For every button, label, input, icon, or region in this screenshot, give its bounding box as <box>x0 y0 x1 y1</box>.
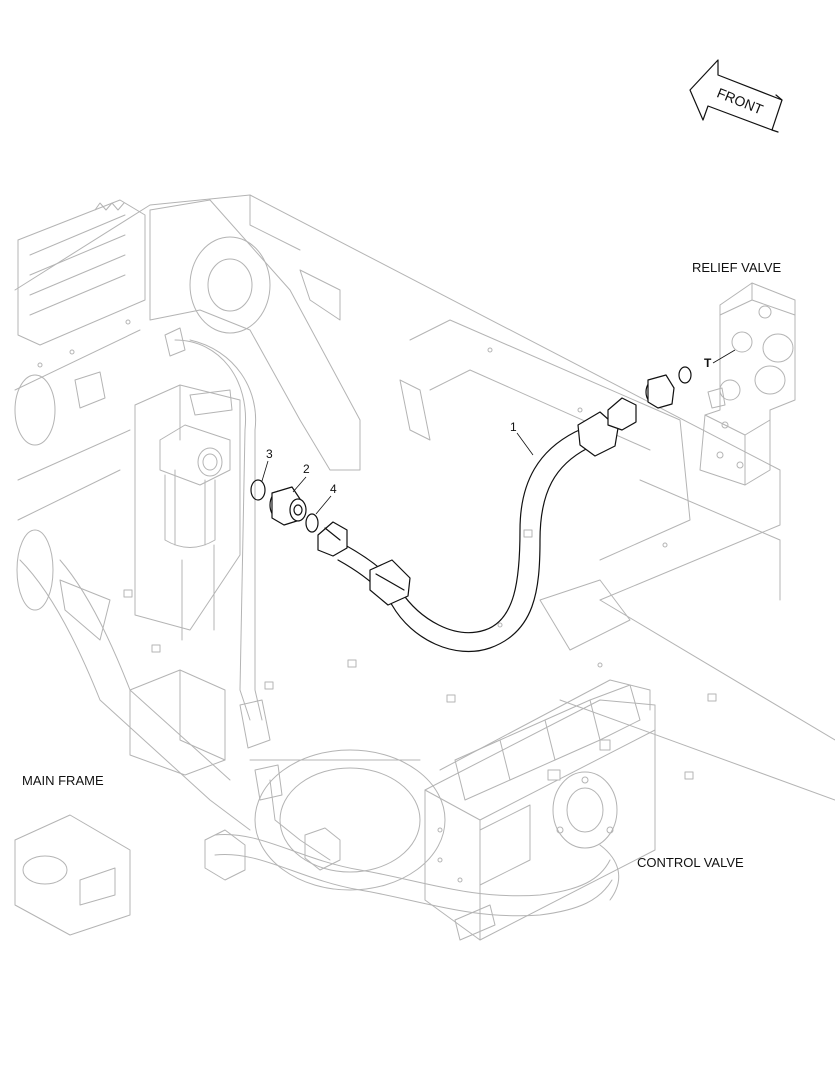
relief-valve-label: RELIEF VALVE <box>692 260 782 275</box>
o-ring-4 <box>305 513 319 533</box>
adapter-fitting <box>269 486 307 526</box>
callout-2: 2 <box>303 462 310 476</box>
control-valve-label: CONTROL VALVE <box>637 855 744 870</box>
main-frame-label: MAIN FRAME <box>22 773 104 788</box>
filter-assembly <box>159 389 233 641</box>
front-arrow <box>689 59 783 133</box>
hose-assembly <box>317 397 637 653</box>
bolt-heads <box>37 319 717 780</box>
control-valve-block <box>424 679 656 941</box>
relief-side-fittings <box>645 366 692 409</box>
callout-leader-2 <box>292 476 307 493</box>
relief-valve <box>699 282 796 486</box>
callout-leader-3 <box>261 460 269 482</box>
port-t-label: T <box>704 356 712 370</box>
callout-leader-4 <box>315 495 332 515</box>
callout-1: 1 <box>510 420 517 434</box>
callout-3: 3 <box>266 447 273 461</box>
main-frame-structure <box>14 194 835 936</box>
callout-leader-t <box>712 349 736 364</box>
callout-leader-1 <box>516 432 534 456</box>
callout-4: 4 <box>330 482 337 496</box>
o-ring-3 <box>250 479 266 501</box>
